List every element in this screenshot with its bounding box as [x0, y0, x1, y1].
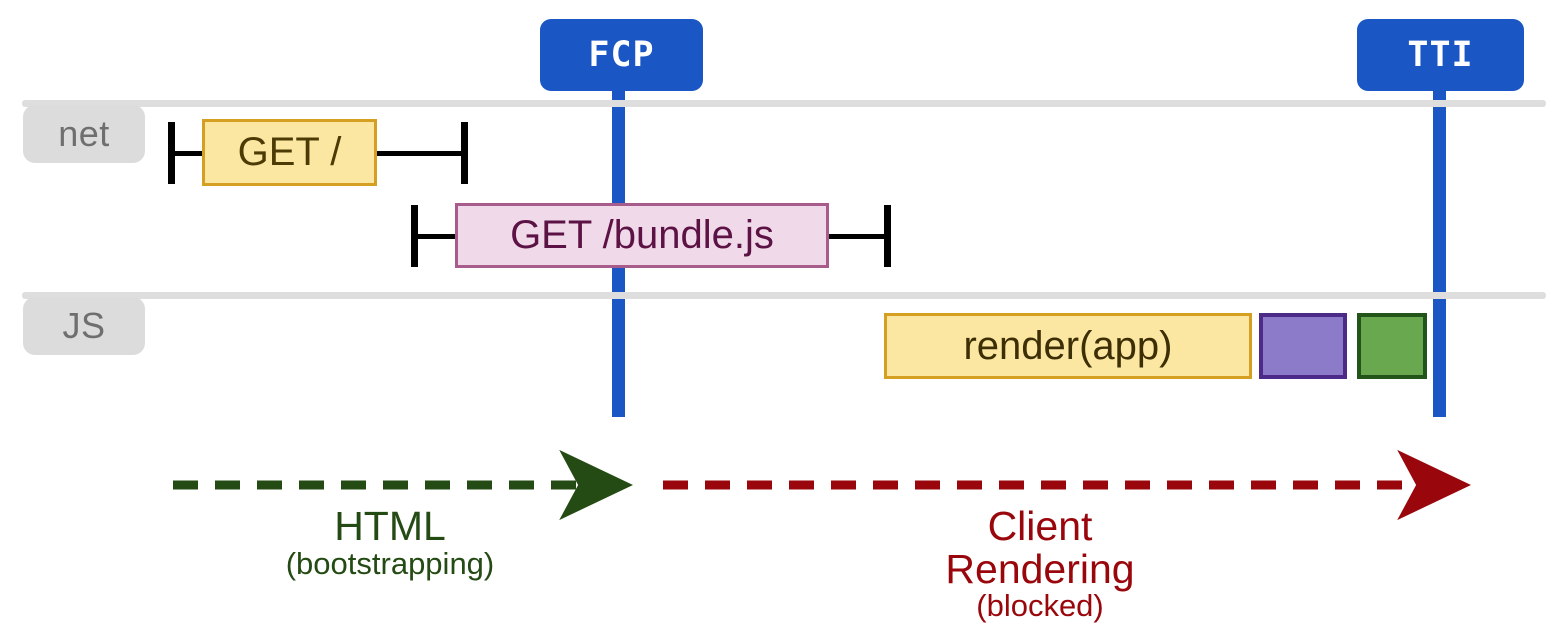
net-request-get-root[interactable]: GET / — [202, 119, 377, 186]
span-end-cap — [884, 205, 891, 267]
phase-subtitle: (bootstrapping) — [285, 545, 495, 581]
milestone-badge-fcp[interactable]: FCP — [540, 19, 703, 91]
js-lane-rule — [22, 292, 1546, 299]
js-task-green[interactable] — [1357, 313, 1427, 379]
milestone-badge-tti[interactable]: TTI — [1357, 19, 1524, 91]
lane-label-js: JS — [23, 297, 145, 355]
phase-subtitle: (blocked) — [976, 588, 1104, 624]
net-request-get-bundle-js[interactable]: GET /bundle.js — [455, 203, 829, 268]
phase-title: Client Rendering — [945, 503, 1135, 592]
span-start-cap — [411, 205, 418, 267]
span-end-cap — [461, 122, 468, 184]
phase-caption-html: HTML (bootstrapping) — [240, 505, 540, 580]
phase-title: HTML — [334, 503, 446, 549]
phase-caption-client-rendering: Client Rendering (blocked) — [890, 505, 1190, 622]
js-task-purple[interactable] — [1259, 313, 1347, 379]
net-lane-rule — [22, 100, 1546, 107]
span-start-cap — [168, 122, 175, 184]
tti-milestone-line — [1433, 84, 1446, 417]
js-task-render-app[interactable]: render(app) — [884, 313, 1252, 379]
lane-label-net: net — [23, 105, 145, 163]
